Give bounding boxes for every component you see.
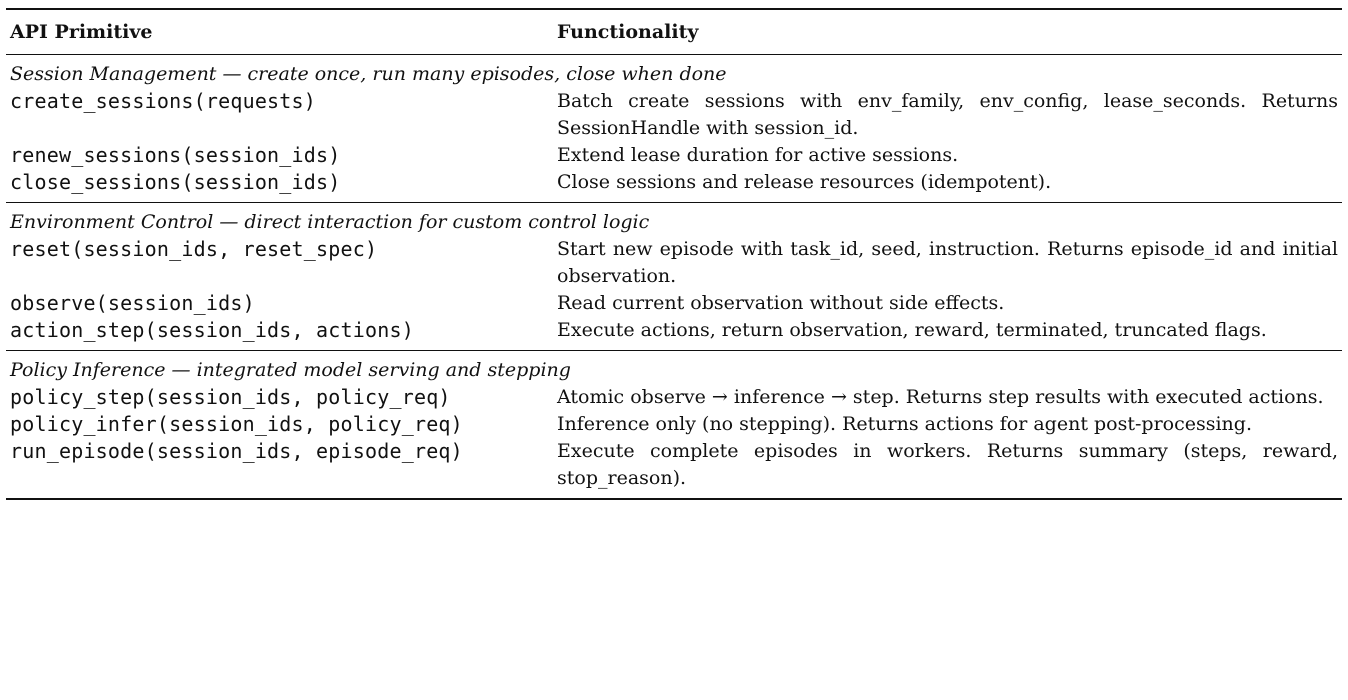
functionality: Close sessions and release resources (id…: [557, 171, 1052, 193]
header-rule: [6, 54, 1342, 55]
functionality: Batch create sessions with env_family, e…: [557, 90, 1338, 139]
table-row: close_sessions(session_ids) Close sessio…: [6, 169, 1342, 196]
table-row: create_sessions(requests) Batch create s…: [6, 88, 1342, 142]
section-rule: [6, 350, 1342, 351]
table-row: policy_infer(session_ids, policy_req) In…: [6, 411, 1342, 438]
api-primitive: create_sessions(requests): [10, 89, 317, 113]
api-primitive: renew_sessions(session_ids): [10, 143, 341, 167]
functionality: Inference only (no stepping). Returns ac…: [557, 413, 1252, 435]
api-primitive: observe(session_ids): [10, 291, 255, 315]
functionality: Read current observation without side ef…: [557, 292, 1005, 314]
bottom-rule: [6, 498, 1342, 500]
api-primitive: close_sessions(session_ids): [10, 170, 341, 194]
functionality: Execute actions, return observation, rew…: [557, 319, 1267, 341]
functionality: Atomic observe → inference → step. Retur…: [557, 386, 1324, 408]
table-row: observe(session_ids) Read current observ…: [6, 290, 1342, 317]
table-row: action_step(session_ids, actions) Execut…: [6, 317, 1342, 344]
table-row: policy_step(session_ids, policy_req) Ato…: [6, 384, 1342, 411]
header-functionality: Functionality: [557, 21, 699, 43]
table-row: reset(session_ids, reset_spec) Start new…: [6, 236, 1342, 290]
table-row: renew_sessions(session_ids) Extend lease…: [6, 142, 1342, 169]
table-row: run_episode(session_ids, episode_req) Ex…: [6, 438, 1342, 492]
section-title: Policy Inference — integrated model serv…: [10, 359, 571, 381]
section-policy-inference: Policy Inference — integrated model serv…: [6, 351, 1342, 498]
table-header: API Primitive Functionality: [6, 10, 1342, 54]
api-table: API Primitive Functionality Session Mana…: [6, 8, 1342, 500]
header-api-primitive: API Primitive: [10, 21, 153, 43]
section-rule: [6, 202, 1342, 203]
api-primitive: policy_infer(session_ids, policy_req): [10, 412, 463, 436]
api-primitive: reset(session_ids, reset_spec): [10, 237, 378, 261]
api-primitive: run_episode(session_ids, episode_req): [10, 439, 463, 463]
functionality: Extend lease duration for active session…: [557, 144, 959, 166]
section-title: Environment Control — direct interaction…: [10, 211, 650, 233]
section-session-management: Session Management — create once, run ma…: [6, 55, 1342, 202]
section-environment-control: Environment Control — direct interaction…: [6, 203, 1342, 350]
functionality: Execute complete episodes in workers. Re…: [557, 440, 1338, 489]
top-rule: [6, 8, 1342, 10]
api-primitive: action_step(session_ids, actions): [10, 318, 414, 342]
section-title: Session Management — create once, run ma…: [10, 63, 727, 85]
functionality: Start new episode with task_id, seed, in…: [557, 238, 1338, 287]
api-primitive: policy_step(session_ids, policy_req): [10, 385, 451, 409]
